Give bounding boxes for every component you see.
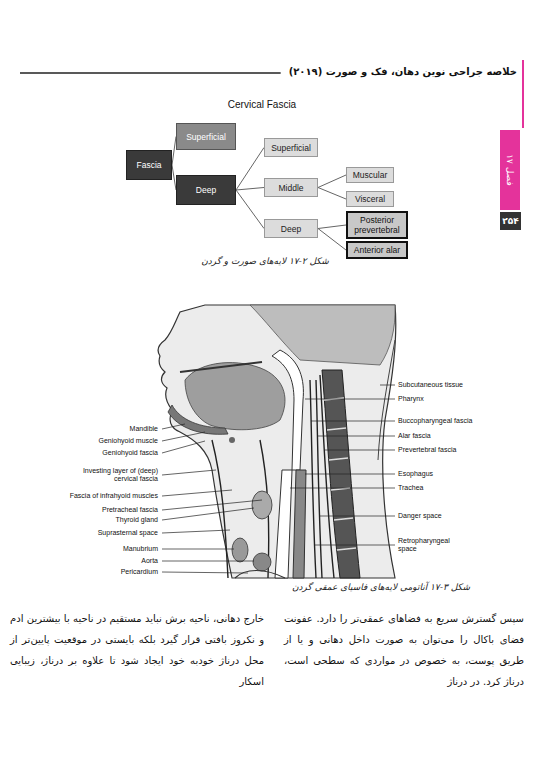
anatomy-label: Danger space <box>398 512 442 520</box>
drawing-part <box>378 340 395 460</box>
tree-connector <box>318 225 346 229</box>
node-text: Deep <box>196 185 216 195</box>
anatomy-label: Geniohyoid fascia <box>102 449 158 457</box>
drawing-part <box>275 470 292 578</box>
drawing-part <box>293 470 306 578</box>
node-text: Deep <box>281 224 301 234</box>
drawing-part <box>318 436 395 437</box>
node-text: Fascia <box>136 160 161 170</box>
fascia-box: Middle <box>264 178 318 197</box>
body-text: خارج دهانی، ناحیه برش نباید مستقیم در نا… <box>10 608 264 692</box>
drawing-part <box>162 490 232 496</box>
drawing-part <box>162 424 185 429</box>
figure-caption: شکل ۲-۱۷ لایه‌های صورت و گردن <box>140 256 390 266</box>
drawing-part <box>305 474 395 475</box>
node-text: Superficial <box>271 143 311 153</box>
drawing-part <box>180 362 262 372</box>
anatomy-label: Trachea <box>398 484 423 492</box>
anatomy-label: Buccopharyngeal fascia <box>398 417 472 425</box>
tree-connector <box>236 188 264 191</box>
drawing-part <box>325 450 395 451</box>
fascia-box: Anterior alar <box>346 241 408 259</box>
tree-connector <box>318 229 346 251</box>
anatomy-label: Suprasternal space <box>98 529 158 537</box>
fascia-box: Muscular <box>346 167 394 183</box>
tree-connector <box>236 148 264 191</box>
anatomy-label: Geniohyoid muscle <box>98 437 158 445</box>
drawing-part <box>158 305 396 578</box>
drawing-part <box>290 488 395 489</box>
drawing-part <box>272 350 303 470</box>
anatomy-label: Subcutaneous tissue <box>398 381 463 389</box>
fascia-box: Superficial <box>176 123 236 150</box>
drawing-part <box>162 561 254 562</box>
node-text: Middle <box>278 183 303 193</box>
page-number: ۲۵۴ <box>500 212 521 230</box>
drawing-part <box>162 432 205 441</box>
anatomy-label: Pericardium <box>121 568 158 576</box>
drawing-part <box>162 572 248 573</box>
drawing-part <box>235 571 285 579</box>
node-text: Visceral <box>355 194 385 204</box>
anatomy-label: Fascia of infrahyoid muscles <box>70 492 158 500</box>
node-text: Superficial <box>186 132 226 142</box>
drawing-part <box>162 470 216 475</box>
anatomy-label: Manubrium <box>123 545 158 553</box>
drawing-part <box>212 440 228 578</box>
drawing-part <box>158 305 396 578</box>
drawing-part <box>162 385 395 573</box>
node-text: Posterior prevertebral <box>351 215 403 235</box>
drawing-part <box>252 491 272 519</box>
drawing-part <box>162 508 254 520</box>
drawing-part <box>320 375 334 578</box>
drawing-part <box>162 500 262 510</box>
anatomy-label: Alar fascia <box>398 432 431 440</box>
anatomy-label: Retropharyngeal space <box>398 537 458 553</box>
anatomy-label: Mandible <box>130 425 158 433</box>
drawing-part <box>253 553 271 571</box>
tree-connector <box>236 190 264 229</box>
anatomy-label: Pretracheal fascia <box>102 506 158 514</box>
drawing-part <box>311 421 395 422</box>
drawing-part <box>305 399 395 400</box>
drawing-part <box>20 72 281 74</box>
drawing-part <box>185 363 285 430</box>
drawing-part <box>162 549 234 550</box>
tree-connector <box>318 188 346 200</box>
drawing-part <box>316 380 322 578</box>
anatomy-label: Prevertebral fascia <box>398 446 456 454</box>
fascia-box: Fascia <box>126 150 172 180</box>
fascia-box: Posterior prevertebral <box>346 211 408 239</box>
node-text: Anterior alar <box>354 245 400 255</box>
anatomy-label: Pharynx <box>398 395 424 403</box>
drawing-part <box>162 441 205 453</box>
drawing-part <box>320 516 395 517</box>
drawing-part <box>310 380 316 578</box>
fascia-box: Superficial <box>264 138 318 157</box>
drawing-part <box>162 530 230 533</box>
anatomy-label: Aorta <box>141 557 158 565</box>
drawing-part <box>522 60 524 128</box>
node-text: Muscular <box>353 170 387 180</box>
tree-connector <box>318 175 346 188</box>
drawing-part <box>314 545 395 546</box>
drawing-part <box>380 385 395 386</box>
anatomy-label: Investing layer of (deep) cervical fasci… <box>72 467 158 483</box>
anatomy-label: Thyroid gland <box>116 516 158 524</box>
fascia-box: Visceral <box>346 191 394 207</box>
drawing-part <box>168 405 228 434</box>
figure-caption: شکل ۳-۱۷ آناتومی لایه‌های فاسیای عمقی گر… <box>170 582 470 592</box>
anatomy-label: Esophagus <box>398 470 433 478</box>
running-header: خلاصه جراحی نوین دهان، فک و صورت (۲۰۱۹) <box>289 66 517 77</box>
drawing-part <box>232 538 248 562</box>
body-text: سپس گسترش سریع به فضاهای عمقی‌تر را دارد… <box>284 608 524 692</box>
diagram-title: Cervical Fascia <box>200 99 324 110</box>
chapter-tab: فصل ۱۷ <box>500 130 520 210</box>
drawing-part <box>229 437 235 443</box>
fascia-box: Deep <box>264 219 318 238</box>
fascia-box: Deep <box>176 175 236 205</box>
